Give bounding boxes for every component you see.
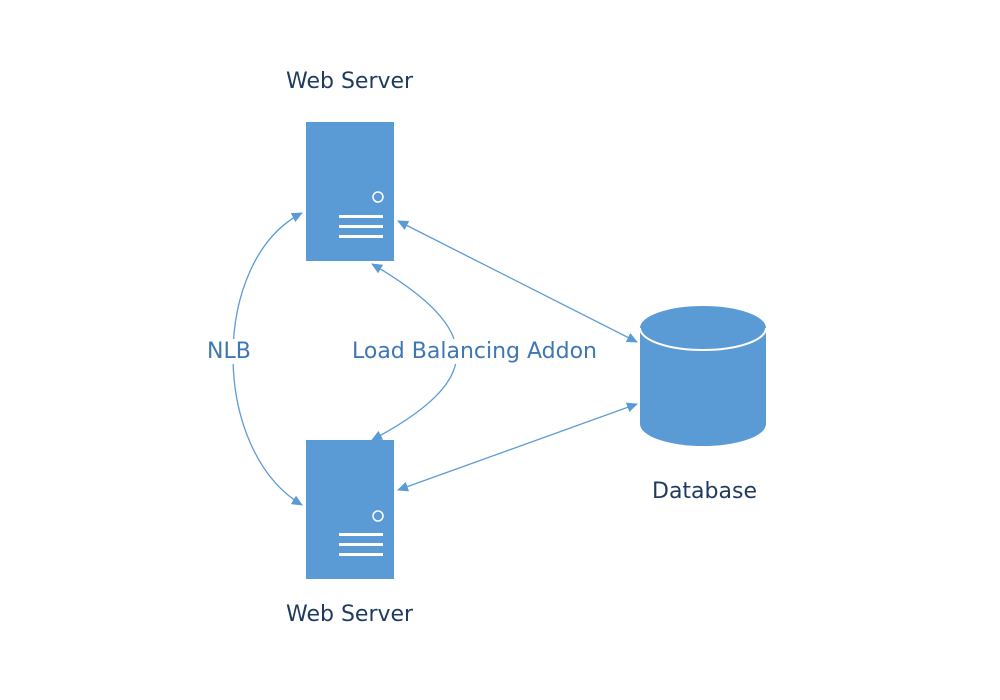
server-power-led bbox=[372, 510, 384, 522]
server-slot-line bbox=[339, 225, 383, 228]
web-server-top-label: Web Server bbox=[286, 69, 414, 94]
server-slot-line bbox=[339, 215, 383, 218]
server-slot-line bbox=[339, 533, 383, 536]
web-server-bottom-label: Web Server bbox=[286, 602, 414, 627]
database-top-rim bbox=[639, 327, 767, 351]
server-slot-line bbox=[339, 553, 383, 556]
server-slot-line bbox=[339, 235, 383, 238]
web-server-top[interactable] bbox=[306, 122, 394, 261]
database-label: Database bbox=[652, 479, 757, 504]
web-server-bottom[interactable] bbox=[306, 440, 394, 579]
load-balancing-label: Load Balancing Addon bbox=[350, 339, 599, 364]
server-icon bbox=[306, 440, 394, 579]
server-slot-line bbox=[339, 543, 383, 546]
server-power-led bbox=[372, 191, 384, 203]
nlb-label: NLB bbox=[205, 339, 253, 364]
db-connector-top bbox=[397, 220, 638, 343]
database-node[interactable] bbox=[639, 306, 767, 446]
server-icon bbox=[306, 122, 394, 261]
db-connector-bottom bbox=[397, 402, 638, 492]
database-cylinder-icon bbox=[640, 306, 766, 446]
